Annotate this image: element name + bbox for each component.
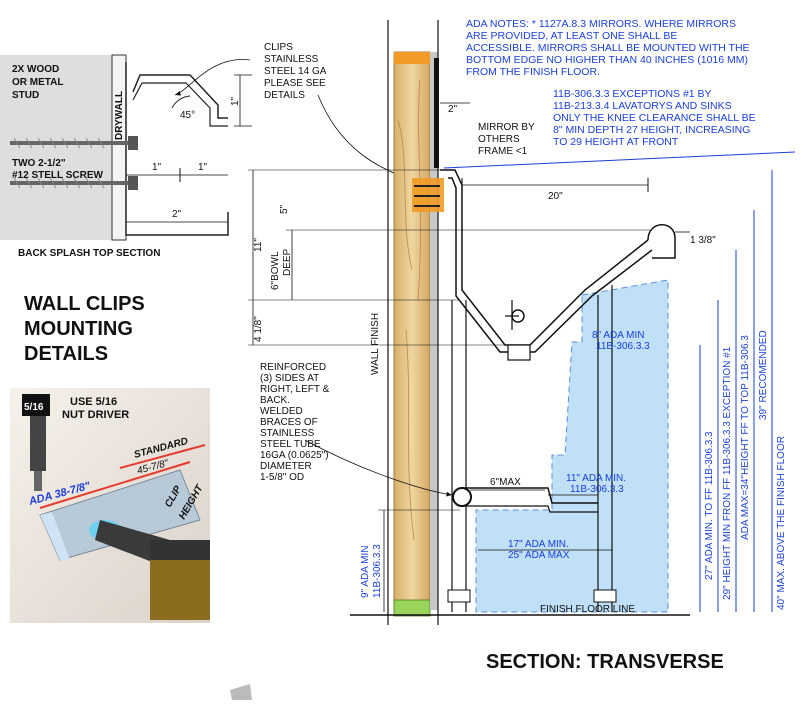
reinforced-1: REINFORCED (260, 362, 326, 373)
ada-11-min-2: 11B-306.3.3 (570, 484, 624, 495)
finish-floor-label: FINISH FLOOR LINE (540, 604, 635, 615)
ada-note-4: BOTTOM EDGE NO HIGHER THAN 40 INCHES (10… (466, 54, 748, 66)
drywall-label: DRYWALL (114, 91, 125, 140)
mounting-title-1: WALL CLIPS (24, 293, 145, 315)
ada-note-1: ADA NOTES: * 1127A.8.3 MIRRORS. WHERE MI… (466, 18, 736, 30)
ada-25-max: 25" ADA MAX (508, 550, 570, 561)
sink-profile (350, 169, 690, 616)
clip-profile (125, 62, 229, 236)
mounting-title-2: MOUNTING (24, 318, 133, 340)
vertical-height-dims: 27" ADA MIN. TO FF 11B-306.3.3 29" HEIGH… (699, 170, 787, 612)
angle-label: 45° (180, 110, 195, 121)
dim-6-max: 6"MAX (490, 477, 521, 488)
mirror-note-2: OTHERS (478, 134, 520, 145)
exception-note-2: 11B-213.3.4 LAVATORYS AND SINKS (553, 100, 732, 112)
screws-label-2: #12 STELL SCREW (12, 170, 104, 181)
section-title: SECTION: TRANSVERSE (486, 651, 724, 673)
dim-2-section: 2" (448, 104, 458, 115)
dim-1a: 1" (152, 162, 162, 173)
clip-detail: 2X WOOD OR METAL STUD DRYWALL TWO 2-1/2"… (0, 42, 419, 259)
reinforced-8: STEEL TUBE (260, 439, 321, 450)
brace-tube (452, 487, 472, 507)
reinforced-9: 16GA (0.0625") (260, 450, 329, 461)
top-block (394, 52, 430, 64)
dim-5: 5" (279, 204, 290, 214)
clips-note-5: DETAILS (264, 90, 305, 101)
wall-finish-layer (430, 52, 438, 610)
clips-note-4: PLEASE SEE (264, 78, 326, 89)
wood-stud (393, 51, 431, 611)
ada-8-min-2: 11B-306.3.3 (596, 341, 650, 352)
clips-note-2: STAINLESS (264, 54, 319, 65)
ada-clearance-zone (475, 279, 669, 613)
screw-bottom (10, 176, 138, 190)
ada-notes: ADA NOTES: * 1127A.8.3 MIRRORS. WHERE MI… (443, 18, 796, 169)
exception-note-1: 11B-306.3.3 EXCEPTIONS #1 BY (553, 88, 712, 100)
drywall-strip (111, 54, 127, 241)
dim-1b: 1" (198, 162, 208, 173)
vert-39: 39" RECOMENDED (758, 330, 769, 420)
wall-assembly (387, 20, 444, 625)
ada-11-min-1: 11" ADA MIN. (566, 473, 626, 484)
reinforced-7: STAINLESS (260, 428, 315, 439)
dim-1-3-8: 1 3/8" (690, 235, 716, 246)
reinforced-4: BACK. (260, 395, 290, 406)
vert-34: ADA MAX=34"HEIGHT FF TO TOP 11B-306.3 (740, 335, 751, 540)
ada-note-3: ACCESSIBLE. MIRRORS SHALL BE MOUNTED WIT… (466, 42, 750, 54)
driver-bit (30, 416, 46, 471)
exception-note-3: ONLY THE KNEE CLEARANCE SHALL BE (553, 112, 756, 124)
mounting-title: WALL CLIPS MOUNTING DETAILS (24, 293, 145, 365)
ada-17-min: 17" ADA MIN. (508, 539, 569, 550)
mirror-note-1: MIRROR BY (478, 122, 535, 133)
clips-note-3: STEEL 14 GA (264, 66, 327, 77)
vert-29: 29" HEIGHT MIN FRON FF 11B-306.3.3 EXCEP… (722, 346, 733, 600)
reinforced-5: WELDED (260, 406, 303, 417)
exception-note-5: TO 29 HEIGHT AT FRONT (553, 136, 679, 148)
mounting-title-3: DETAILS (24, 343, 108, 365)
photo-inset: 5/16 USE 5/16 NUT DRIVER STANDARD 45-7/8… (10, 388, 210, 623)
driver-label-1: USE 5/16 (70, 396, 117, 408)
reinforced-6: BRACES OF (260, 417, 318, 428)
bowl-deep-2: DEEP (282, 248, 293, 276)
reinforced-11: 1-5/8" OD (260, 472, 304, 483)
ada-line (39, 461, 191, 509)
stud-label-2: OR METAL (12, 77, 63, 88)
dim-4-1-8: 4 1/8" (253, 316, 264, 342)
wall-finish: WALL FINISH (370, 313, 381, 375)
screws-label-1: TWO 2-1/2" (12, 158, 66, 169)
mirror-note-3: FRAME <1 (478, 146, 528, 157)
dim-11: 11" (253, 238, 264, 252)
dim-20: 20" (548, 191, 563, 202)
bottom-block (393, 599, 431, 617)
clip-plate (39, 469, 201, 561)
exception-note-4: 8" MIN DEPTH 27 HEIGHT, INCREASING (553, 124, 750, 136)
dim-1c: 1" (230, 96, 241, 106)
section-dims: 2" MIRROR BY OTHERS FRAME <1 20" 1 3/8" … (248, 102, 716, 615)
reinforced-2: (3) SIDES AT (260, 373, 319, 384)
standard-line (119, 444, 206, 469)
ada-9-min-2: 11B-306.3.3 (372, 544, 383, 598)
back-splash-label: BACK SPLASH TOP SECTION (18, 248, 160, 259)
ada-note-5: FROM THE FINISH FLOOR. (466, 66, 600, 78)
driver-label-2: NUT DRIVER (62, 409, 129, 421)
ada-9-min-1: 9" ADA MIN (360, 546, 371, 598)
ada-note-2: ARE PROVIDED, AT LEAST ONE SHALL BE (466, 30, 677, 42)
clips-note-1: CLIPS (264, 42, 293, 53)
vert-40: 40" MAX. ABOVE THE FINISH FLOOR (776, 436, 787, 610)
ada-8-min-1: 8" ADA MIN (592, 330, 644, 341)
driver-tag: 5/16 (24, 402, 44, 413)
screw-top (10, 136, 138, 150)
reinforced-10: DIAMETER (260, 461, 312, 472)
driver-tag-bg (22, 394, 50, 416)
stud-label-1: 2X WOOD (12, 64, 59, 75)
vert-27: 27" ADA MIN. TO FF 11B-306.3.3 (704, 431, 715, 580)
mirror (434, 58, 439, 168)
dim-2-clip: 2" (172, 209, 182, 220)
stud-label-3: STUD (12, 90, 39, 101)
reinforced-3: RIGHT, LEFT & (260, 384, 330, 395)
bowl-deep-1: 6"BOWL (270, 251, 281, 290)
